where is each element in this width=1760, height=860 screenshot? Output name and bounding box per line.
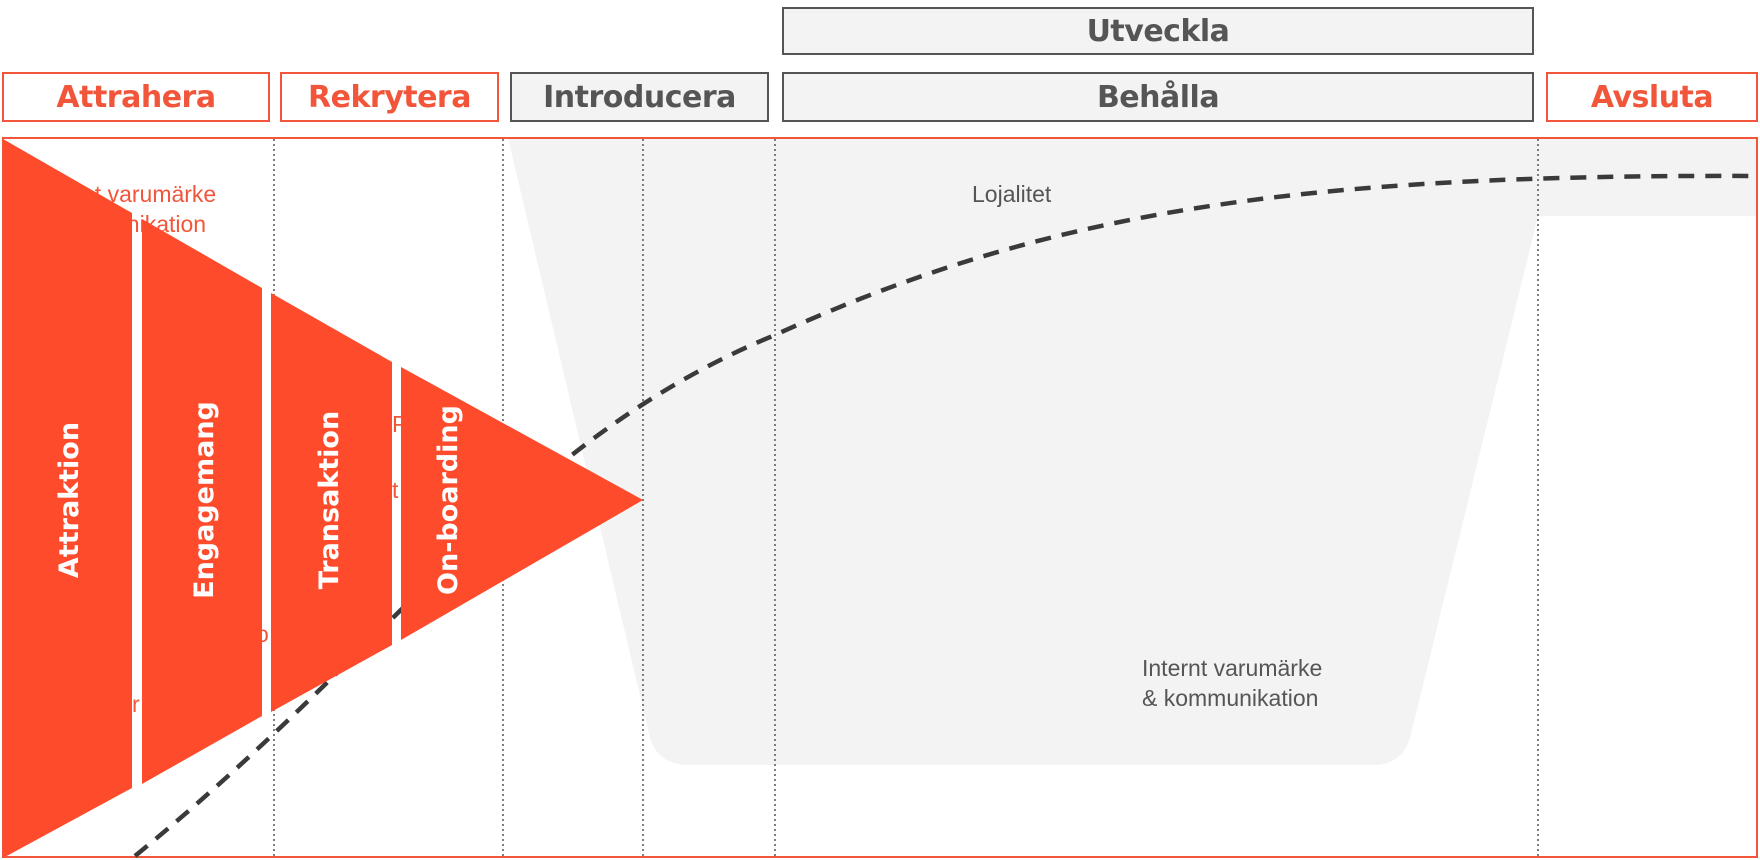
phase-attrahera: Attrahera [2, 72, 270, 122]
funnel-label-transaktion: Transaktion [314, 411, 345, 589]
funnel-segment-attraktion [3, 139, 132, 858]
funnel-label-engagemang: Engagemang [189, 401, 220, 599]
hidden-fragment-2: t [392, 477, 399, 503]
phase-behalla: Behålla [782, 72, 1534, 122]
funnel-label-onboarding: On-boarding [433, 405, 464, 595]
funnel-label-attraktion: Attraktion [54, 422, 85, 578]
loyalty-panel [508, 138, 1758, 765]
phase-rekrytera: Rekrytera [280, 72, 499, 122]
internal-brand-line2: & kommunikation [1142, 685, 1318, 711]
hidden-fragment-4: r [132, 691, 140, 717]
phase-introducera: Introducera [510, 72, 769, 122]
phase-utveckla: Utveckla [782, 7, 1534, 55]
loyalty-label: Lojalitet [972, 181, 1052, 207]
phase-avsluta: Avsluta [1546, 72, 1758, 122]
funnel-segment-engagemang [142, 219, 262, 784]
funnel-segment-transaktion [271, 293, 392, 712]
internal-brand-line1: Internt varumärke [1142, 655, 1322, 681]
funnel-segment-onboarding [401, 367, 643, 640]
